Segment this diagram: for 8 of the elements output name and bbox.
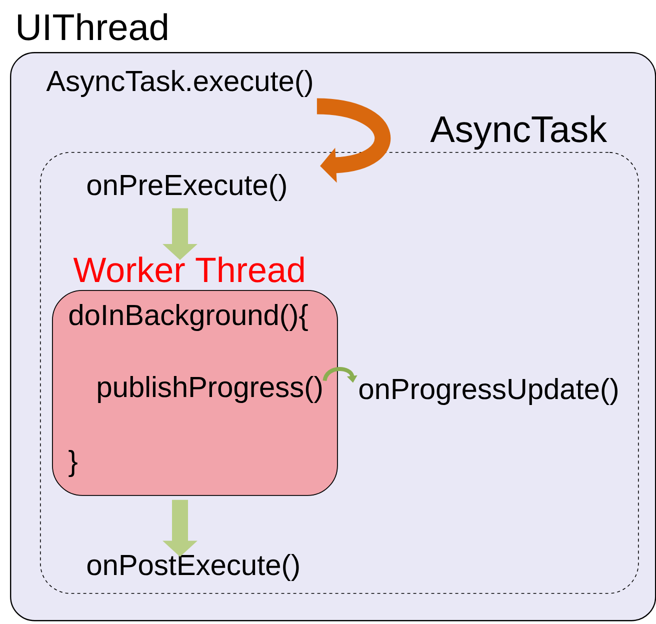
node-label: Worker Thread xyxy=(73,256,304,282)
method-label: onPreExecute() xyxy=(87,174,286,201)
node-label: UIThread xyxy=(18,13,168,40)
method-label: onPostExecute() xyxy=(87,554,299,582)
node-label: AsyncTask xyxy=(430,115,608,150)
method-label: publishProgress() xyxy=(98,376,322,404)
method-label: AsyncTask.execute() xyxy=(46,70,312,98)
method-label: onProgressUpdate() xyxy=(359,378,618,406)
